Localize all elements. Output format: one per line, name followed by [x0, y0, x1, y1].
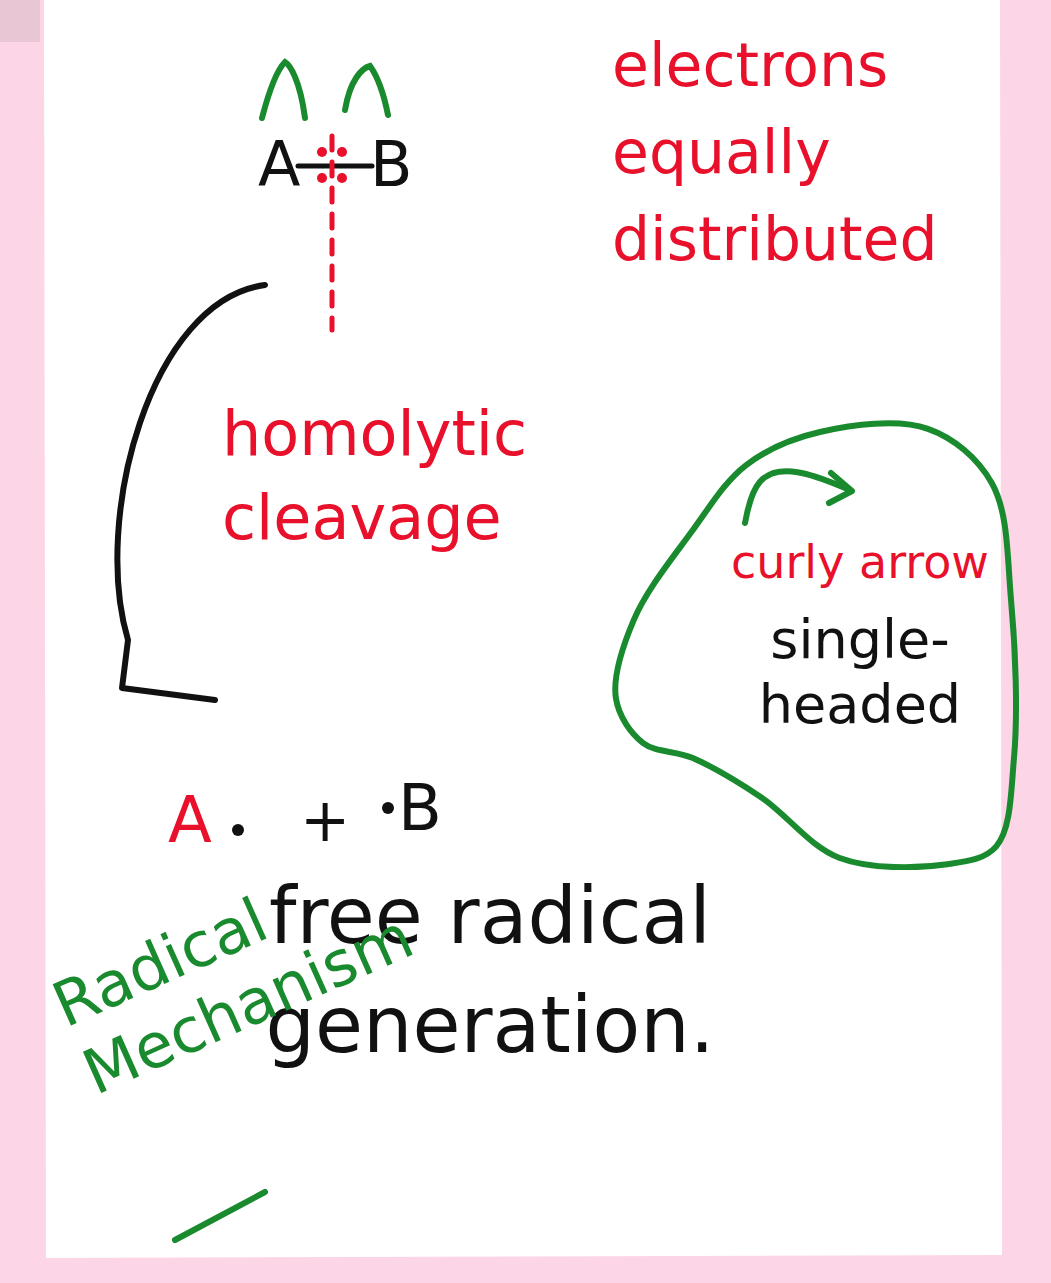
- half-arrow: [345, 66, 388, 115]
- note-text: homolytic cleavage: [222, 392, 562, 559]
- cleavage-line: [330, 136, 335, 330]
- arrow-head: [829, 473, 852, 503]
- corner-patch: [0, 0, 40, 42]
- radical-dot: [382, 802, 394, 814]
- callout-heading: curly arrow: [731, 535, 989, 590]
- radical-dot: [232, 824, 244, 836]
- note-text: electrons equally distributed: [612, 22, 997, 283]
- half-arrow: [262, 62, 305, 118]
- callout-blob: curly arrow single-headed: [605, 415, 1025, 870]
- atom-label: B: [398, 770, 458, 847]
- atom-label: A: [168, 782, 228, 859]
- underline: [175, 1192, 265, 1240]
- electron-dot: [317, 147, 327, 157]
- electron-dot: [337, 147, 347, 157]
- bond-line: [298, 164, 372, 169]
- blob-outline: [615, 423, 1016, 867]
- electron-dot: [317, 173, 327, 183]
- callout-body: single-headed: [725, 608, 995, 738]
- atom-label: A: [258, 128, 318, 202]
- electron-dot: [337, 173, 347, 183]
- plus-sign: +: [300, 784, 350, 856]
- atom-label: B: [370, 128, 430, 202]
- blob-content: curly arrow single-headed: [605, 415, 1025, 758]
